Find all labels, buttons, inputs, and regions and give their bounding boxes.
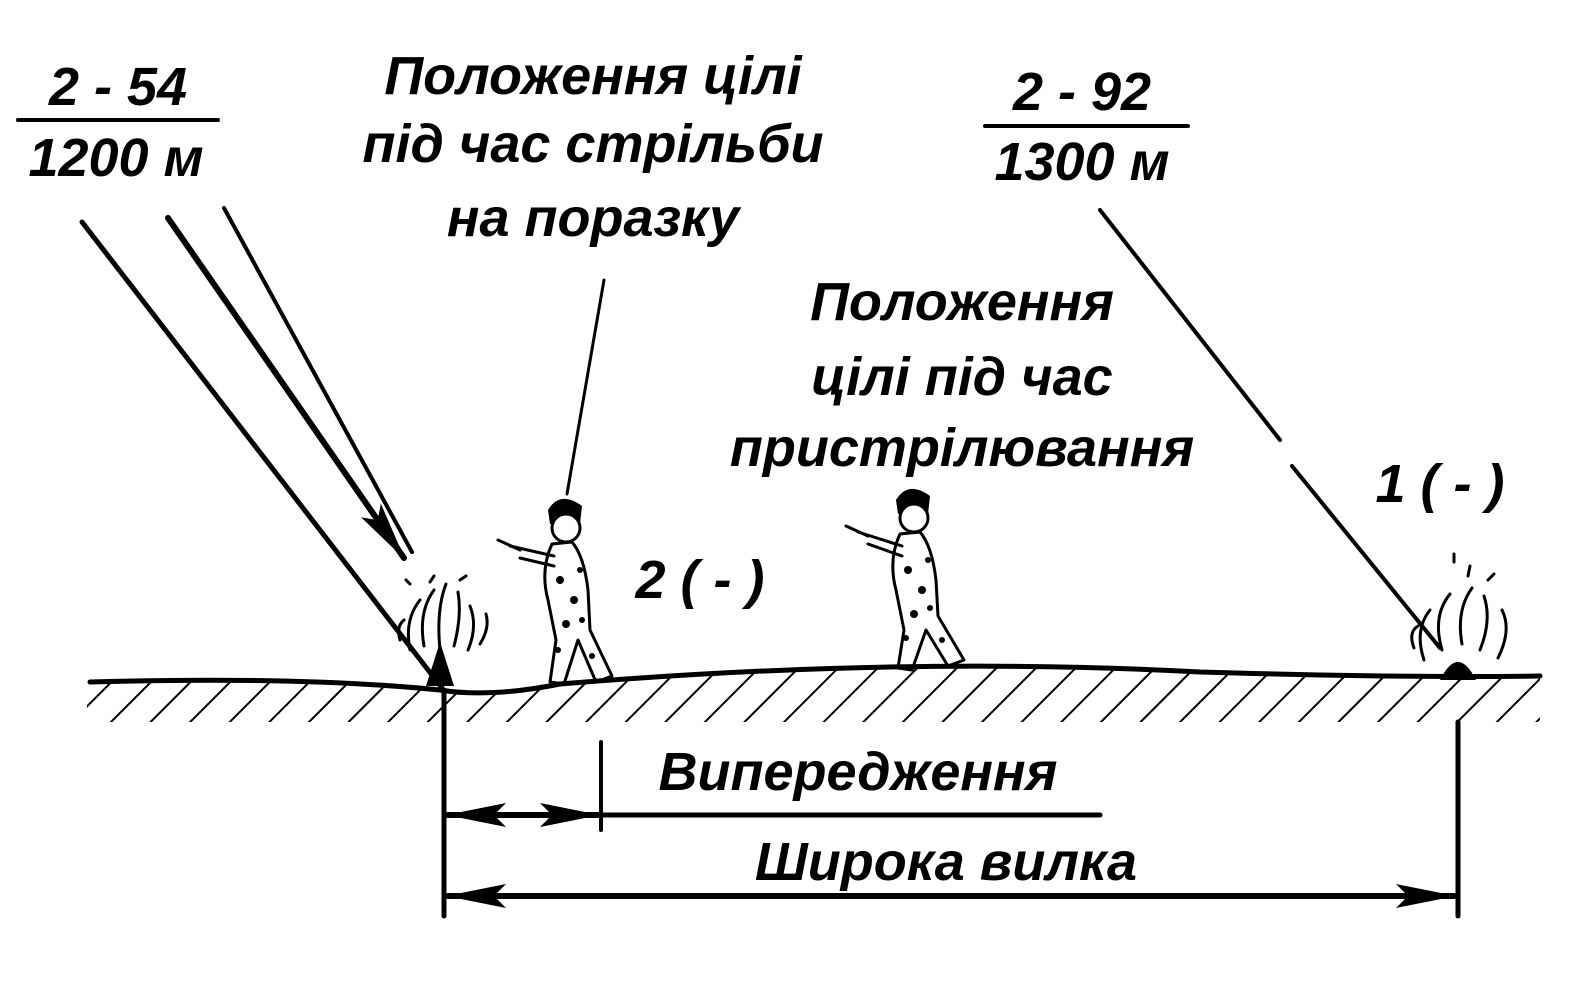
fire-for-effect-line3: на поразку [447, 188, 742, 248]
fire-for-effect-line1: Положення цілі [384, 46, 802, 106]
soldier-icon [844, 488, 966, 672]
right-sight-value: 2 - 92 [1012, 62, 1151, 122]
dimension-lines [441, 687, 1461, 919]
soldier-icon [496, 498, 614, 686]
target-fire-for-effect-label: Положення цілі під час стрільби на пораз… [362, 46, 823, 248]
target-adjustment-label: Положення цілі під час пристрілювання [730, 272, 1194, 478]
lead-label: Випередження [659, 742, 1058, 802]
ground [85, 663, 1543, 722]
left-sight-value: 2 - 54 [48, 57, 187, 117]
right-range-value: 1300 м [994, 132, 1169, 192]
shell-burst-icon [397, 574, 489, 686]
right-setting: 2 - 92 1300 м [983, 62, 1190, 192]
adjustment-line1: Положення [810, 272, 1114, 332]
leader-line-fire-for-effect [565, 278, 606, 496]
adjustment-line2: цілі під час [811, 347, 1112, 407]
left-setting: 2 - 54 1200 м [16, 57, 220, 188]
adjustment-line3: пристрілювання [730, 418, 1194, 478]
wide-bracket-label: Широка вилка [755, 832, 1137, 892]
left-trajectories [79, 206, 445, 691]
burst-label-second: 2 ( - ) [635, 550, 765, 610]
shell-burst-icon [1410, 552, 1508, 680]
fire-for-effect-line2: під час стрільби [362, 114, 823, 174]
burst-label-first: 1 ( - ) [1376, 454, 1505, 514]
left-range-value: 1200 м [28, 128, 203, 188]
right-trajectory [1098, 208, 1442, 650]
